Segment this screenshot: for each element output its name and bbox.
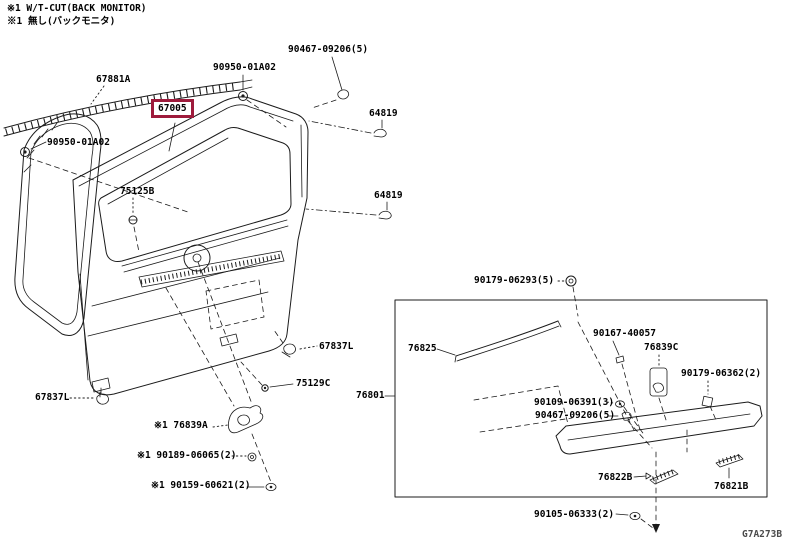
part-label-67837L-right[interactable]: 67837L [319, 341, 354, 352]
part-label-90179-06362[interactable]: 90179-06362(2) [681, 368, 762, 379]
part-label-76821B[interactable]: 76821B [714, 481, 749, 492]
part-label-76839A[interactable]: ※1 76839A [154, 420, 208, 431]
part-label-64819-upper[interactable]: 64819 [369, 108, 398, 119]
part-label-90159-60621[interactable]: ※1 90159-60621(2) [151, 480, 251, 491]
part-label-90109-06391[interactable]: 90109-06391(3) [534, 397, 615, 408]
part-label-67837L-left[interactable]: 67837L [35, 392, 70, 403]
note-back-monitor-with: ※1 W/T-CUT(BACK MONITOR) [7, 3, 147, 14]
part-label-90467-09206-top[interactable]: 90467-09206(5) [288, 44, 369, 55]
part-label-90189-06065[interactable]: ※1 90189-06065(2) [137, 450, 237, 461]
part-label-75125B[interactable]: 75125B [120, 186, 155, 197]
part-label-76801[interactable]: 76801 [356, 390, 385, 401]
weatherstrip-band-drawing [3, 79, 253, 137]
part-label-90950-01A02-top[interactable]: 90950-01A02 [213, 62, 276, 73]
part-label-90950-01A02-left[interactable]: 90950-01A02 [47, 137, 110, 148]
note-back-monitor-without: ※1 無し(バックモニタ) [7, 16, 116, 27]
diagram-code: G7A273B [742, 529, 783, 540]
part-label-64819-lower[interactable]: 64819 [374, 190, 403, 201]
part-label-90467-09206-box[interactable]: 90467-09206(5) [535, 410, 616, 421]
weatherstrip-ring-drawing [14, 113, 102, 336]
garnish-box-drawing [384, 275, 768, 533]
leader-lines-main [20, 56, 392, 491]
part-label-67005-selected[interactable]: 67005 [151, 99, 194, 118]
part-label-90167-40057[interactable]: 90167-40057 [593, 328, 656, 339]
part-label-76839C[interactable]: 76839C [644, 342, 679, 353]
part-label-75129C[interactable]: 75129C [296, 378, 331, 389]
part-label-90105-06333[interactable]: 90105-06333(2) [534, 509, 615, 520]
part-label-76822B[interactable]: 76822B [598, 472, 633, 483]
part-label-90179-06293[interactable]: 90179-06293(5) [474, 275, 555, 286]
part-label-67881A[interactable]: 67881A [96, 74, 131, 85]
part-label-76825[interactable]: 76825 [408, 343, 437, 354]
